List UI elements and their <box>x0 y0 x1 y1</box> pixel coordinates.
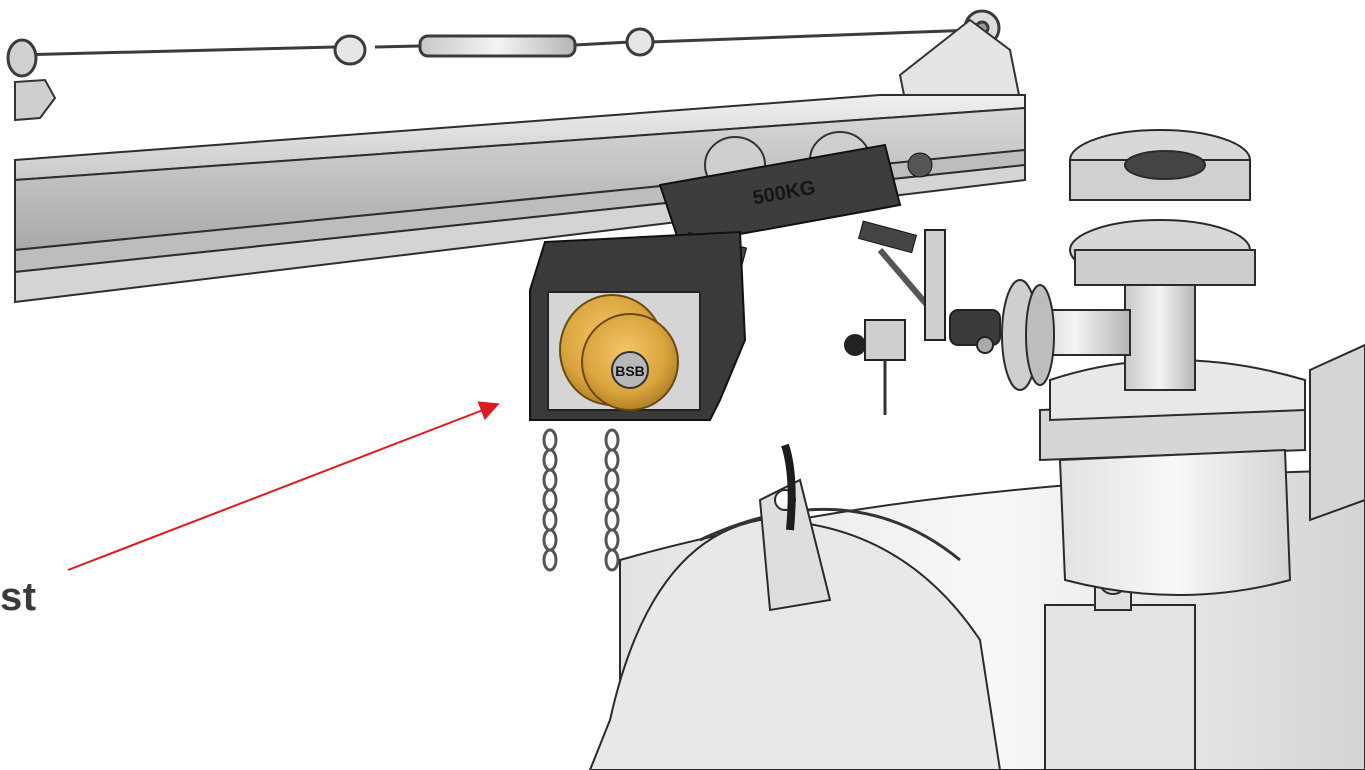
shackle-left <box>333 34 367 66</box>
chain-right <box>604 428 620 572</box>
chain-hoist: BSB <box>529 230 747 421</box>
hand-chains <box>542 428 620 572</box>
trolley-axle-right <box>858 220 918 254</box>
pressure-vessel <box>588 129 1365 770</box>
side-bracket <box>1309 343 1365 522</box>
turnbuckle-body <box>418 34 577 58</box>
trolley-side-plate <box>658 143 902 247</box>
left-anchor <box>6 38 38 78</box>
shackle-right <box>625 27 655 57</box>
callout-arrow <box>67 401 500 571</box>
gauge-assembly <box>844 229 1001 415</box>
nozzle-neck <box>1058 448 1292 596</box>
tension-rod-group <box>6 9 1001 78</box>
lifting-lug <box>758 478 832 612</box>
riser-pipe <box>1124 279 1196 391</box>
left-bracket <box>14 78 57 122</box>
vessel-mount <box>1044 604 1196 770</box>
chain-left <box>542 428 558 572</box>
brand-badge <box>611 351 649 389</box>
callout-label: st <box>0 575 37 619</box>
tension-wire <box>14 28 976 57</box>
flange-bore <box>1124 150 1206 180</box>
brand-label: BSB <box>615 363 645 379</box>
